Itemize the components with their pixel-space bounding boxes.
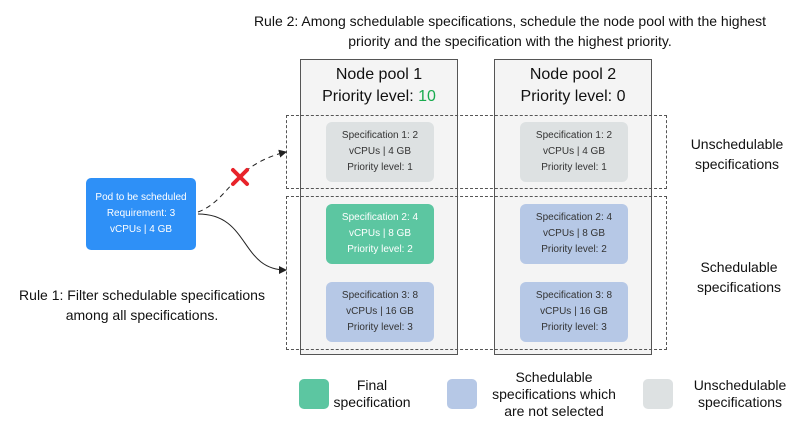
legend-unschedulable-text: Unschedulable specifications [680, 377, 800, 411]
pod-line: Requirement: 3 [106, 208, 176, 219]
node-pool-1-title: Node pool 1 [335, 66, 423, 83]
unschedulable-group-label: Unschedulable specifications [677, 134, 797, 174]
legend-final-swatch [299, 379, 329, 409]
spec-line: Priority level: 2 [541, 244, 607, 255]
node-pool-2-priority: Priority level: 0 [495, 87, 651, 107]
node-pool-1-priority-label: Priority level: [322, 88, 419, 105]
legend-line: Unschedulable [693, 377, 787, 393]
pool-2-spec-1-card: Specification 1: 2 vCPUs | 4 GB Priority l… [520, 122, 628, 182]
pool-1-spec-2-card: Specification 2: 4 vCPUs | 8 GB Priority l… [326, 204, 434, 264]
spec-line: Specification 1: 2 [341, 130, 419, 141]
label-line: Unschedulable [690, 136, 784, 152]
spec-line: vCPUs | 16 GB [540, 306, 608, 317]
spec-line: vCPUs | 4 GB [348, 146, 412, 157]
pod-line: vCPUs | 4 GB [109, 224, 173, 235]
pool-1-spec-1-card: Specification 1: 2 vCPUs | 4 GB Priority l… [326, 122, 434, 182]
pool-2-spec-3-card: Specification 3: 8 vCPUs | 16 GB Priority … [520, 282, 628, 342]
legend-schedulable-swatch [447, 379, 477, 409]
spec-line: Specification 3: 8 [535, 290, 613, 301]
legend-final-text: Final specification [330, 377, 414, 411]
spec-line: Specification 3: 8 [341, 290, 419, 301]
rule-2-text: Rule 2: Among schedulable specifications… [253, 13, 767, 49]
legend-line: specifications which [492, 386, 616, 402]
node-pool-1-priority: Priority level: 10 [301, 87, 457, 107]
spec-line: Specification 2: 4 [341, 212, 419, 223]
legend-unschedulable-swatch [643, 379, 673, 409]
spec-line: vCPUs | 16 GB [346, 306, 414, 317]
label-line: specifications [696, 279, 782, 295]
spec-line: Priority level: 1 [541, 162, 607, 173]
cross-icon [231, 168, 249, 186]
legend-line: Final [356, 377, 388, 393]
label-line: specifications [694, 156, 780, 172]
pool-2-spec-2-card: Specification 2: 4 vCPUs | 8 GB Priority l… [520, 204, 628, 264]
node-pool-1-priority-value: 10 [418, 88, 436, 105]
legend-line: are not selected [504, 403, 604, 419]
legend-line: specifications [697, 394, 783, 410]
legend-line: Schedulable [515, 369, 593, 385]
spec-line: Specification 1: 2 [535, 130, 613, 141]
arrow-to-unschedulable [197, 149, 287, 213]
node-pool-2-priority-label: Priority level: [520, 88, 617, 105]
schedulable-group-label: Schedulable specifications [679, 257, 799, 297]
pod-box: Pod to be scheduled Requirement: 3 vCPUs… [86, 178, 196, 250]
node-pool-2-priority-value: 0 [616, 88, 626, 105]
spec-line: Priority level: 2 [347, 244, 413, 255]
spec-line: Specification 2: 4 [535, 212, 613, 223]
spec-line: Priority level: 3 [347, 322, 413, 333]
pool-1-spec-3-card: Specification 3: 8 vCPUs | 16 GB Priority … [326, 282, 434, 342]
pod-line: Pod to be scheduled [95, 192, 187, 203]
label-line: Schedulable [700, 259, 778, 275]
legend-line: specification [333, 394, 411, 410]
node-pool-2-title: Node pool 2 [529, 66, 617, 83]
spec-line: vCPUs | 8 GB [348, 228, 412, 239]
rule-1-text: Rule 1: Filter schedulable specification… [19, 287, 265, 323]
spec-line: vCPUs | 4 GB [542, 146, 606, 157]
spec-line: vCPUs | 8 GB [542, 228, 606, 239]
legend-schedulable-text: Schedulable specifications which are not… [478, 369, 630, 420]
spec-line: Priority level: 3 [541, 322, 607, 333]
arrow-to-schedulable [197, 213, 287, 274]
spec-line: Priority level: 1 [347, 162, 413, 173]
